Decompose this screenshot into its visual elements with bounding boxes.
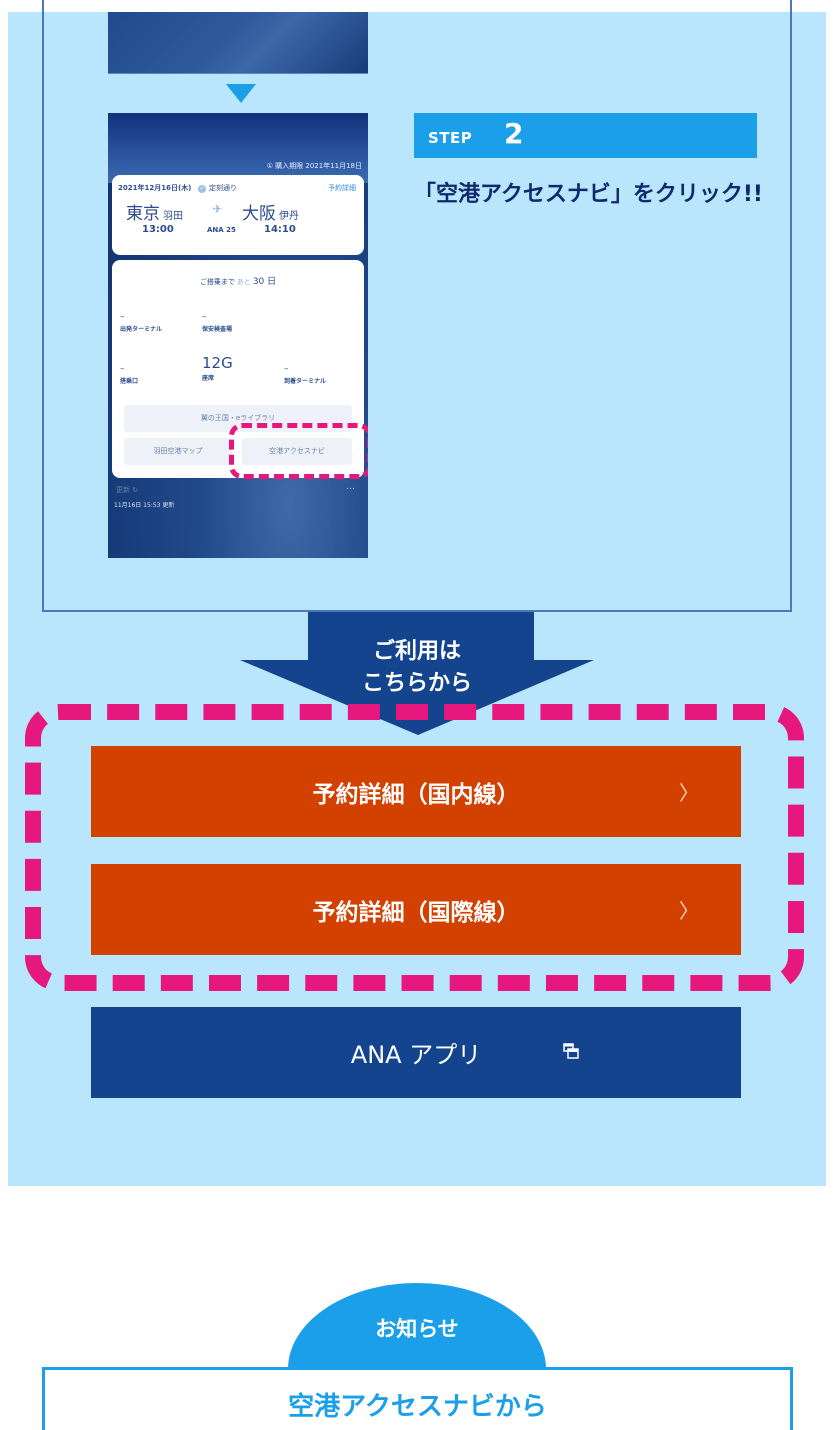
last-updated: 11月16日 15:53 更新 xyxy=(114,502,175,509)
flight-number: ANA 25 xyxy=(207,226,236,234)
destination: 大阪伊丹 xyxy=(242,204,299,224)
sky-background xyxy=(108,113,368,183)
buttons-highlight-frame xyxy=(25,704,804,991)
guide-section: ① 購入期限 2021年11月18日 2021年12月16日(木) ✓定刻通り … xyxy=(8,0,826,1186)
down-arrow-icon xyxy=(240,612,594,735)
step-down-arrow-icon xyxy=(226,84,256,103)
access-navi-highlight xyxy=(229,423,368,479)
purchase-limit: ① 購入期限 2021年11月18日 xyxy=(266,162,362,170)
international-reservation-button[interactable]: 予約詳細（国際線） 〉 xyxy=(91,864,741,955)
flight-card: 2021年12月16日(木) ✓定刻通り 予約詳細 東京羽田 ✈ 大阪伊丹 13… xyxy=(112,175,364,255)
arrival-terminal: – 到着ターミナル xyxy=(284,364,327,385)
flight-date: 2021年12月16日(木) xyxy=(118,184,192,192)
airport-map-button: 羽田空港マップ xyxy=(124,438,232,465)
usage-arrow: ご利用は こちらから xyxy=(240,612,594,736)
more-icon: … xyxy=(346,482,356,492)
chevron-right-icon: 〉 xyxy=(679,899,699,923)
flight-status: ✓定刻通り xyxy=(198,184,237,193)
check-icon: ✓ xyxy=(198,185,206,193)
origin: 東京羽田 xyxy=(126,204,183,224)
chevron-right-icon: 〉 xyxy=(679,781,699,805)
boarding-gate: – 搭乗口 xyxy=(120,364,139,385)
step-instruction: 「空港アクセスナビ」をクリック!! xyxy=(414,182,763,207)
step-label: STEP 2 xyxy=(414,113,757,158)
usage-text: ご利用は こちらから xyxy=(361,639,472,696)
app-screenshot: ① 購入期限 2021年11月18日 2021年12月16日(木) ✓定刻通り … xyxy=(108,113,368,558)
notice-title: 空港アクセスナビから xyxy=(288,1392,547,1422)
ana-app-button[interactable]: ANA アプリ xyxy=(91,1007,741,1098)
update-label: 更新 ↻ xyxy=(116,486,139,494)
notice-tab: お知らせ xyxy=(288,1283,546,1369)
previous-step-screenshot xyxy=(108,12,368,74)
domestic-reservation-button[interactable]: 予約詳細（国内線） 〉 xyxy=(91,746,741,837)
external-window-icon xyxy=(563,1043,579,1059)
airplane-icon: ✈ xyxy=(212,202,223,216)
departure-time: 13:00 xyxy=(142,224,174,235)
departure-terminal: – 出発ターミナル xyxy=(120,312,163,333)
refresh-icon: ↻ xyxy=(132,486,139,494)
notice-box: 空港アクセスナビから xyxy=(42,1367,793,1430)
arrival-time: 14:10 xyxy=(264,224,296,235)
seat: 12G 座席 xyxy=(202,354,233,382)
reservation-detail-link: 予約詳細 xyxy=(328,184,356,192)
step-box xyxy=(42,0,792,612)
access-navi-button: 空港アクセスナビ xyxy=(242,438,352,465)
security-gate: – 保安検査場 xyxy=(202,312,233,333)
